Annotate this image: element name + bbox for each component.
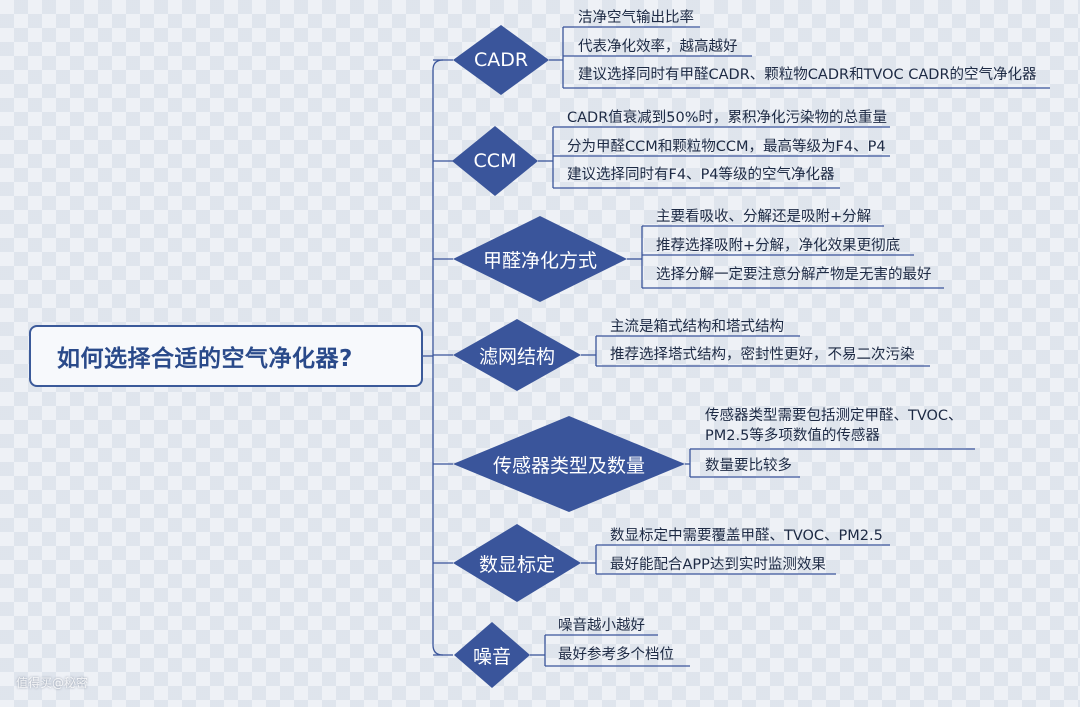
watermark: 值得买@秘密: [16, 676, 89, 690]
leaf-text: 最好能配合APP达到实时监测效果: [610, 557, 826, 573]
topic-label: 甲醛净化方式: [482, 249, 597, 272]
topic-noise: 噪音: [454, 622, 530, 688]
root-node: 如何选择合适的空气净化器?: [29, 325, 423, 387]
leaf-text: 数显标定中需要覆盖甲醛、TVOC、PM2.5: [610, 528, 883, 544]
topic-label: 数显标定: [478, 553, 555, 576]
leaf-text: 主要看吸收、分解还是吸附+分解: [656, 209, 872, 225]
leaf-text: 推荐选择塔式结构，密封性更好，不易二次污染: [610, 347, 915, 363]
leaf-text: 数量要比较多: [705, 458, 792, 474]
leaf-text: 主流是箱式结构和塔式结构: [610, 319, 784, 335]
leaf-text: 噪音越小越好: [558, 618, 645, 634]
topic-cadr: CADR: [453, 25, 549, 95]
topic-sensor: 传感器类型及数量: [453, 416, 685, 512]
topic-filter-structure: 滤网结构: [453, 319, 581, 391]
leaf-text: 选择分解一定要注意分解产物是无害的最好: [656, 267, 932, 283]
leaf-text: 传感器类型需要包括测定甲醛、TVOC、PM2.5等多项数值的传感器: [705, 408, 963, 444]
topic-ccm: CCM: [452, 126, 538, 196]
leaf-text: CADR值衰减到50%时，累积净化污染物的总重量: [567, 110, 888, 126]
leaf-text: 最好参考多个档位: [558, 647, 674, 663]
topic-label: CADR: [473, 49, 529, 71]
topic-label: 噪音: [472, 645, 511, 668]
leaf-text: 代表净化效率，越高越好: [578, 39, 738, 55]
topic-formaldehyde-method: 甲醛净化方式: [453, 216, 627, 302]
leaf-text: 洁净空气输出比率: [578, 10, 694, 26]
leaf-text: 建议选择同时有甲醛CADR、颗粒物CADR和TVOC CADR的空气净化器: [578, 67, 1037, 83]
topic-label: 滤网结构: [478, 345, 555, 368]
leaf-text: 建议选择同时有F4、P4等级的空气净化器: [567, 167, 835, 183]
topic-label: 传感器类型及数量: [492, 454, 645, 477]
topic-label: CCM: [473, 150, 517, 172]
topic-display-calibration: 数显标定: [453, 524, 581, 602]
trunk-line: [432, 59, 444, 656]
leaf-text: 推荐选择吸附+分解，净化效果更彻底: [656, 238, 901, 254]
root-title: 如何选择合适的空气净化器?: [57, 346, 353, 372]
leaf-text: 分为甲醛CCM和颗粒物CCM，最高等级为F4、P4: [567, 139, 886, 155]
